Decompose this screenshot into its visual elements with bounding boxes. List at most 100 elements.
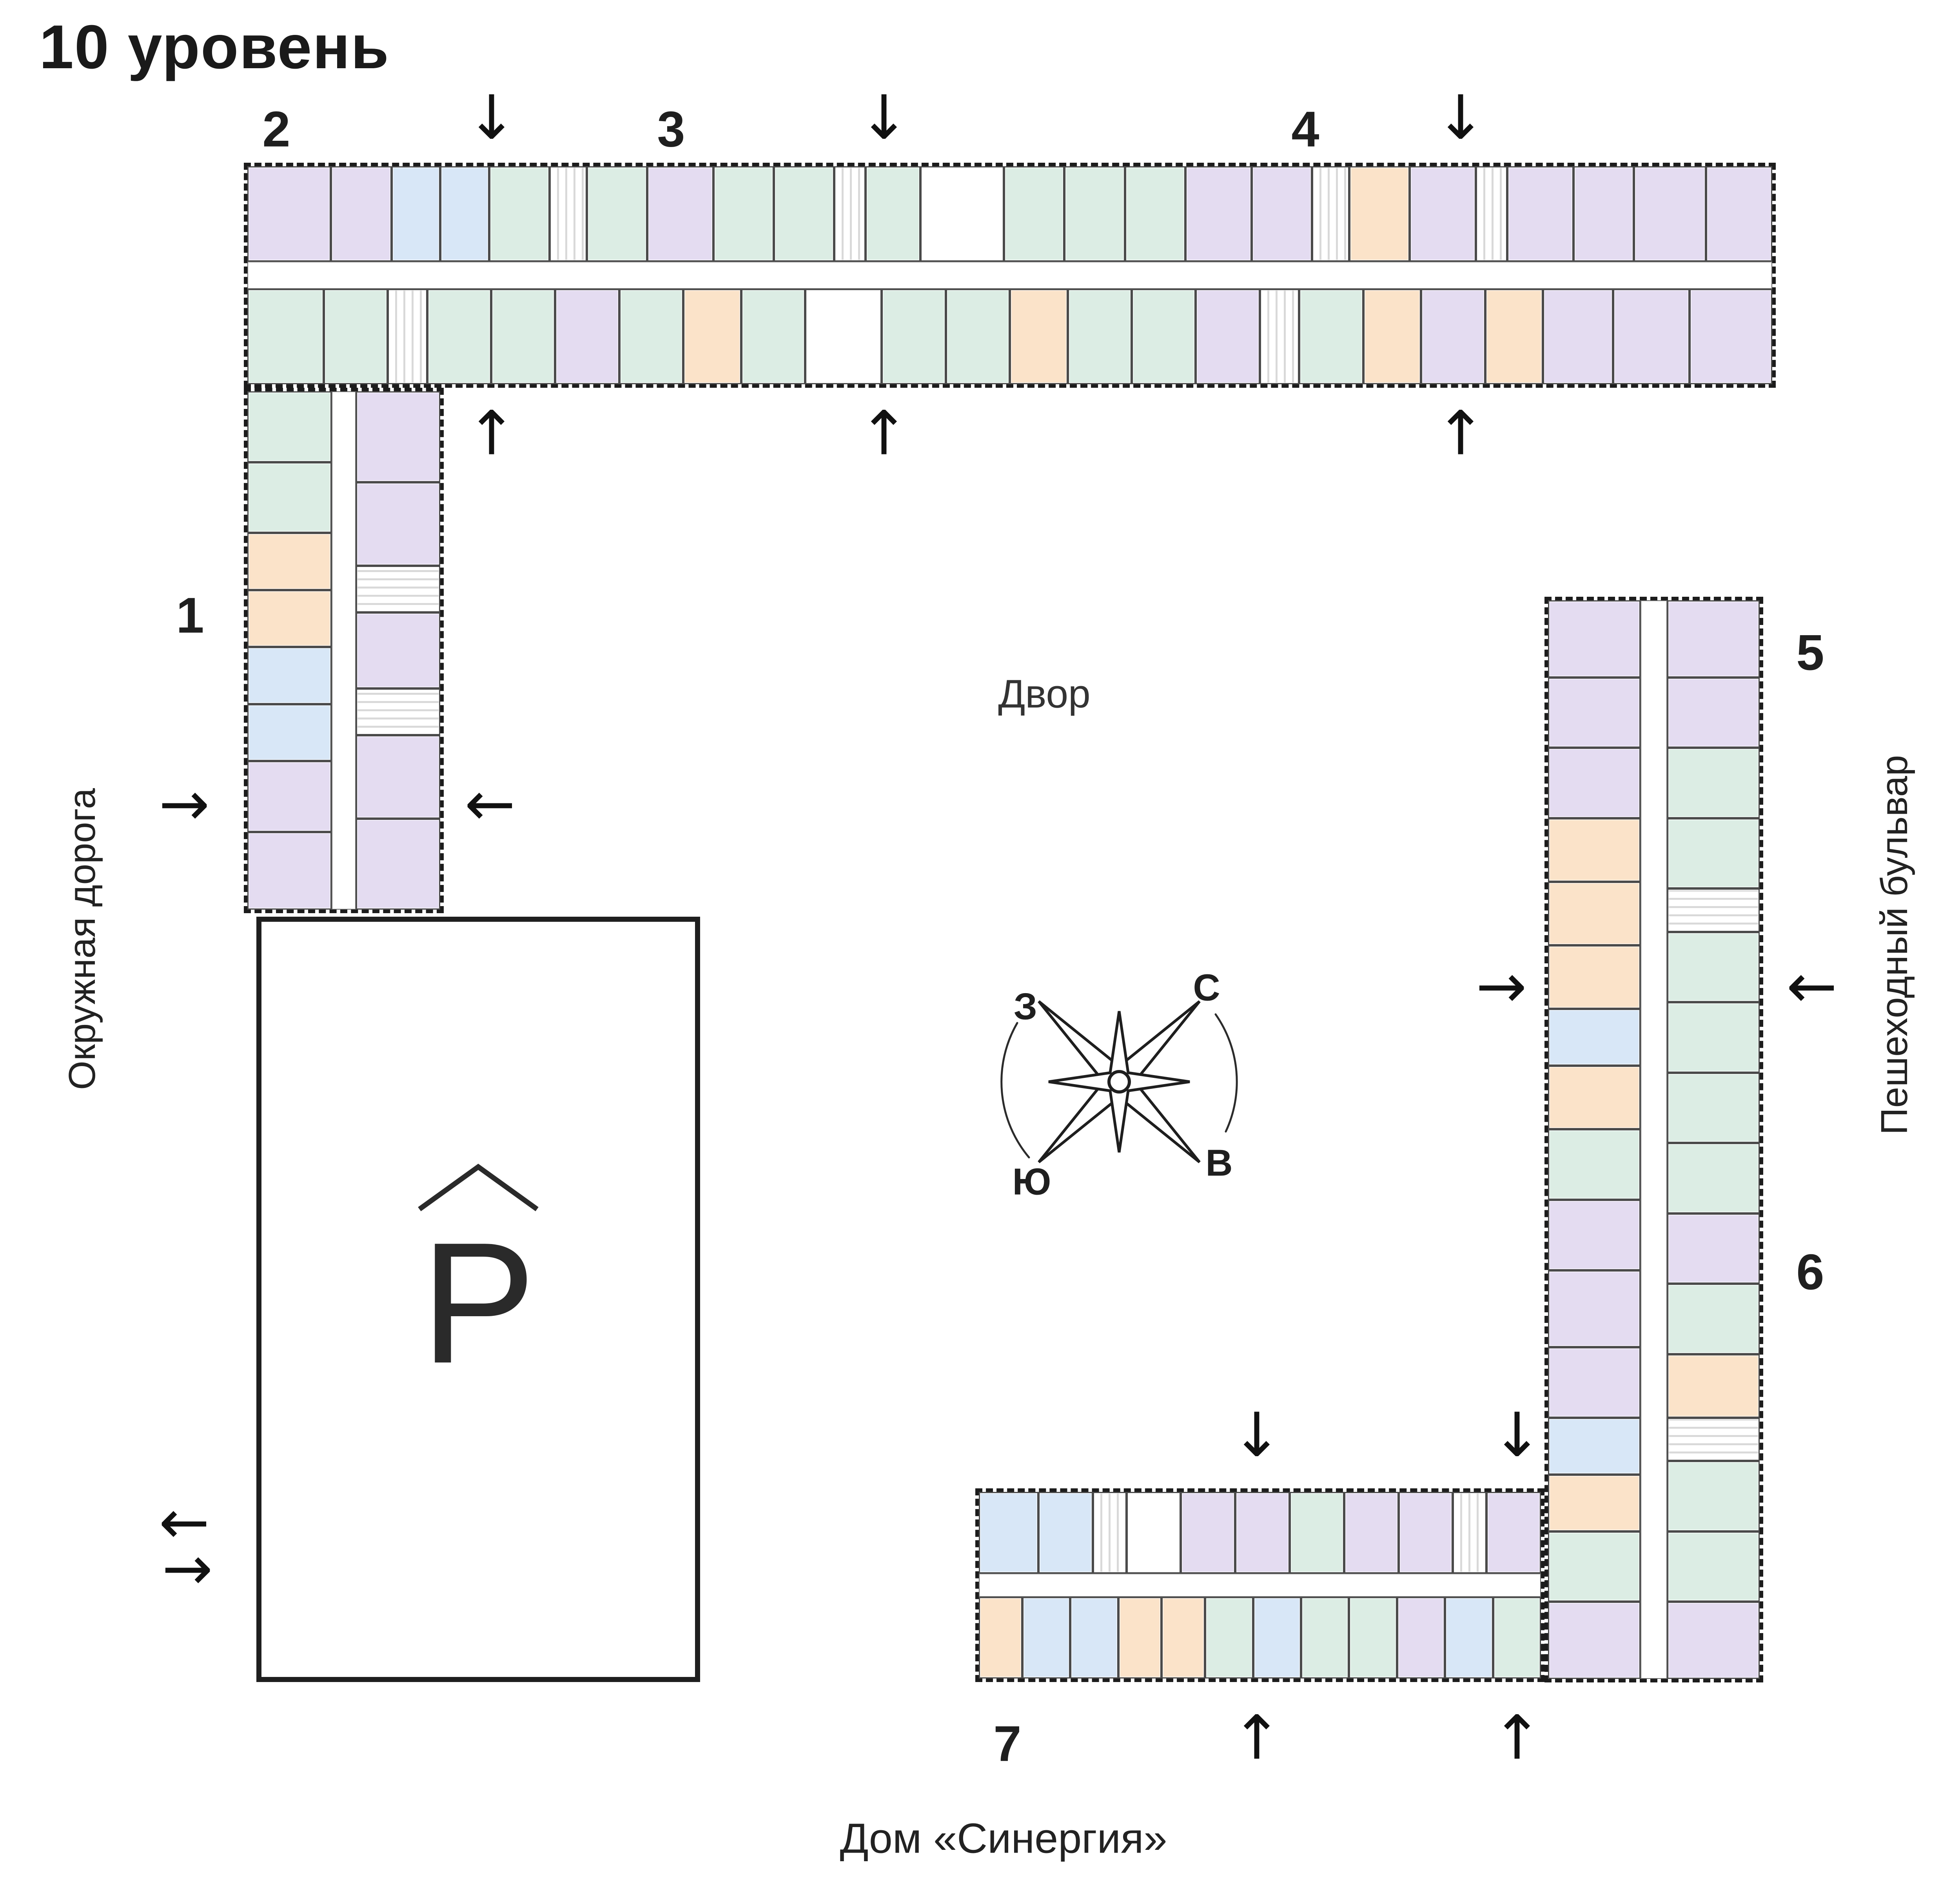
apartment-cell[interactable] <box>774 166 835 262</box>
apartment-cell[interactable] <box>1349 1597 1397 1679</box>
apartment-cell[interactable] <box>1543 289 1613 384</box>
apartment-cell[interactable] <box>1397 1597 1445 1679</box>
apartment-cell[interactable] <box>1548 1199 1641 1270</box>
apartment-cell[interactable] <box>1251 166 1312 262</box>
apartment-cell[interactable] <box>882 289 946 384</box>
apartment-cell[interactable] <box>805 289 882 384</box>
apartment-cell[interactable] <box>1667 888 1760 932</box>
apartment-cell[interactable] <box>1548 677 1641 748</box>
apartment-cell[interactable] <box>1507 166 1573 262</box>
apartment-cell[interactable] <box>388 289 427 384</box>
apartment-cell[interactable] <box>1548 1270 1641 1348</box>
apartment-cell[interactable] <box>1093 1492 1127 1573</box>
apartment-cell[interactable] <box>247 761 332 832</box>
apartment-cell[interactable] <box>1493 1597 1541 1679</box>
apartment-cell[interactable] <box>1181 1492 1236 1573</box>
apartment-cell[interactable] <box>1667 1354 1760 1418</box>
apartment-cell[interactable] <box>1009 289 1068 384</box>
apartment-cell[interactable] <box>1548 1417 1641 1475</box>
apartment-cell[interactable] <box>1667 1531 1760 1602</box>
apartment-cell[interactable] <box>1667 1602 1760 1679</box>
apartment-cell[interactable] <box>834 166 866 262</box>
apartment-cell[interactable] <box>586 166 647 262</box>
apartment-cell[interactable] <box>491 289 555 384</box>
apartment-cell[interactable] <box>489 166 550 262</box>
apartment-cell[interactable] <box>323 289 388 384</box>
apartment-cell[interactable] <box>1125 166 1185 262</box>
apartment-cell[interactable] <box>1548 1347 1641 1418</box>
apartment-cell[interactable] <box>1548 818 1641 882</box>
apartment-cell[interactable] <box>1344 1492 1399 1573</box>
apartment-cell[interactable] <box>619 289 684 384</box>
apartment-cell[interactable] <box>1126 1492 1181 1573</box>
apartment-cell[interactable] <box>1067 289 1132 384</box>
apartment-cell[interactable] <box>1196 289 1260 384</box>
apartment-cell[interactable] <box>1312 166 1349 262</box>
apartment-cell[interactable] <box>1548 882 1641 946</box>
apartment-cell[interactable] <box>1548 1066 1641 1130</box>
apartment-cell[interactable] <box>1548 1474 1641 1531</box>
apartment-cell[interactable] <box>1445 1597 1493 1679</box>
apartment-cell[interactable] <box>356 612 440 689</box>
apartment-cell[interactable] <box>391 166 441 262</box>
apartment-cell[interactable] <box>1706 166 1772 262</box>
apartment-cell[interactable] <box>1409 166 1476 262</box>
apartment-cell[interactable] <box>713 166 774 262</box>
apartment-cell[interactable] <box>1667 818 1760 889</box>
apartment-cell[interactable] <box>1453 1492 1487 1573</box>
apartment-cell[interactable] <box>1022 1597 1071 1679</box>
apartment-cell[interactable] <box>1667 600 1760 678</box>
apartment-cell[interactable] <box>356 565 440 612</box>
apartment-cell[interactable] <box>247 166 331 262</box>
apartment-cell[interactable] <box>247 533 332 590</box>
apartment-cell[interactable] <box>1667 932 1760 1003</box>
apartment-cell[interactable] <box>1038 1492 1093 1573</box>
apartment-cell[interactable] <box>1573 166 1634 262</box>
apartment-cell[interactable] <box>356 735 440 819</box>
apartment-cell[interactable] <box>979 1492 1039 1573</box>
apartment-cell[interactable] <box>1667 1461 1760 1531</box>
apartment-cell[interactable] <box>356 819 440 910</box>
apartment-cell[interactable] <box>1690 289 1772 384</box>
apartment-cell[interactable] <box>1667 1002 1760 1073</box>
apartment-cell[interactable] <box>1667 1213 1760 1284</box>
apartment-cell[interactable] <box>247 832 332 910</box>
apartment-cell[interactable] <box>920 166 1004 262</box>
apartment-cell[interactable] <box>1548 945 1641 1009</box>
apartment-cell[interactable] <box>247 289 324 384</box>
apartment-cell[interactable] <box>683 289 741 384</box>
apartment-cell[interactable] <box>1548 600 1641 678</box>
apartment-cell[interactable] <box>247 391 332 462</box>
apartment-cell[interactable] <box>1205 1597 1253 1679</box>
apartment-cell[interactable] <box>1421 289 1485 384</box>
apartment-cell[interactable] <box>247 462 332 533</box>
apartment-cell[interactable] <box>1132 289 1196 384</box>
apartment-cell[interactable] <box>1235 1492 1290 1573</box>
apartment-cell[interactable] <box>356 482 440 566</box>
apartment-cell[interactable] <box>1667 1417 1760 1461</box>
apartment-cell[interactable] <box>1548 1602 1641 1679</box>
apartment-cell[interactable] <box>1548 1531 1641 1602</box>
apartment-cell[interactable] <box>1064 166 1125 262</box>
apartment-cell[interactable] <box>549 166 587 262</box>
apartment-cell[interactable] <box>440 166 489 262</box>
apartment-cell[interactable] <box>331 166 392 262</box>
apartment-cell[interactable] <box>1548 748 1641 818</box>
apartment-cell[interactable] <box>1485 289 1543 384</box>
apartment-cell[interactable] <box>1548 1009 1641 1066</box>
apartment-cell[interactable] <box>979 1597 1022 1679</box>
apartment-cell[interactable] <box>1301 1597 1349 1679</box>
apartment-cell[interactable] <box>1185 166 1252 262</box>
apartment-cell[interactable] <box>1548 1129 1641 1200</box>
apartment-cell[interactable] <box>1475 166 1507 262</box>
apartment-cell[interactable] <box>647 166 713 262</box>
apartment-cell[interactable] <box>866 166 920 262</box>
apartment-cell[interactable] <box>1634 166 1706 262</box>
apartment-cell[interactable] <box>1667 748 1760 818</box>
apartment-cell[interactable] <box>1667 1284 1760 1354</box>
apartment-cell[interactable] <box>247 704 332 761</box>
apartment-cell[interactable] <box>741 289 806 384</box>
apartment-cell[interactable] <box>1667 1072 1760 1143</box>
apartment-cell[interactable] <box>1299 289 1363 384</box>
apartment-cell[interactable] <box>1486 1492 1541 1573</box>
